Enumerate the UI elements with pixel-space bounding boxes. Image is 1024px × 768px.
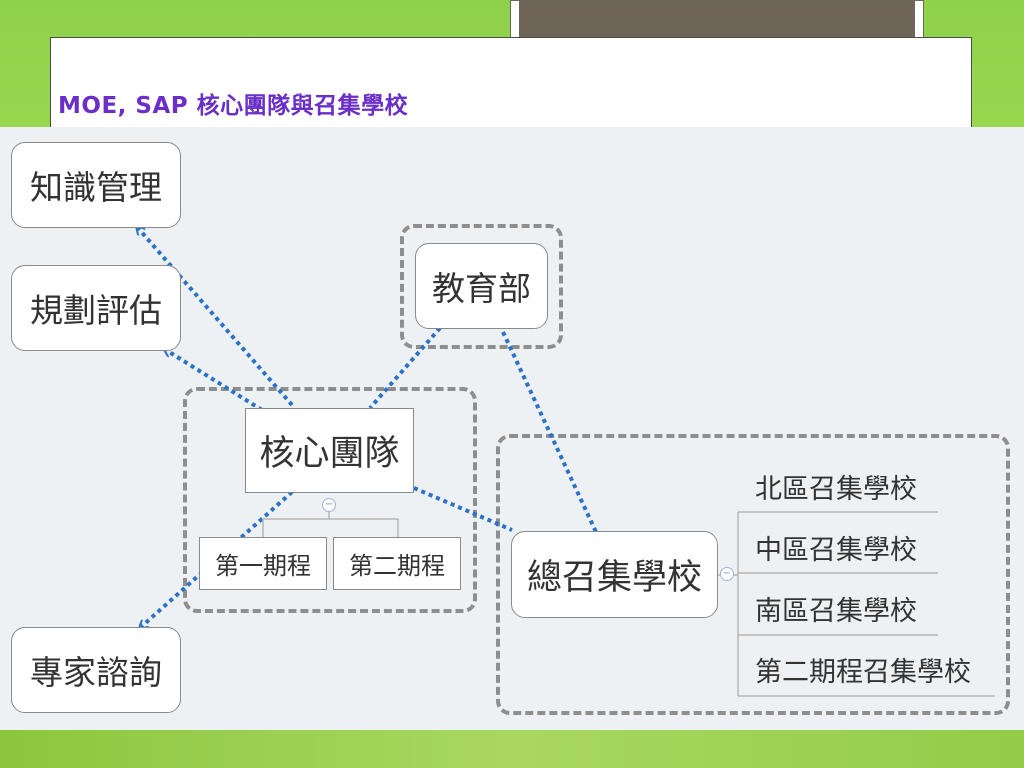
node-planning-evaluation: 規劃評估 [11,265,181,351]
node-central-school: 中區召集學校 [755,534,917,566]
group-moe [400,224,563,349]
minus-circle-icon: − [324,499,334,510]
node-phase2-school: 第二期程召集學校 [755,656,971,688]
node-phase1: 第一期程 [199,537,327,590]
node-moe: 教育部 [415,243,548,329]
node-phase2: 第二期程 [333,537,461,590]
node-core-team: 核心團隊 [245,408,414,493]
node-general-convener-school: 總召集學校 [511,531,718,618]
collapse-toggle-core-team[interactable]: − [322,498,336,512]
node-south-school: 南區召集學校 [755,595,917,627]
node-knowledge-management: 知識管理 [11,142,181,228]
slide-title: MOE, SAP 核心團隊與召集學校 [58,93,409,119]
collapse-toggle-general-school[interactable]: − [720,567,734,581]
bottom-strip [0,730,1024,768]
node-north-school: 北區召集學校 [755,473,917,505]
minus-circle-icon: − [722,568,732,579]
group-general-school [496,434,1010,715]
node-expert-consulting: 專家諮詢 [11,627,181,713]
